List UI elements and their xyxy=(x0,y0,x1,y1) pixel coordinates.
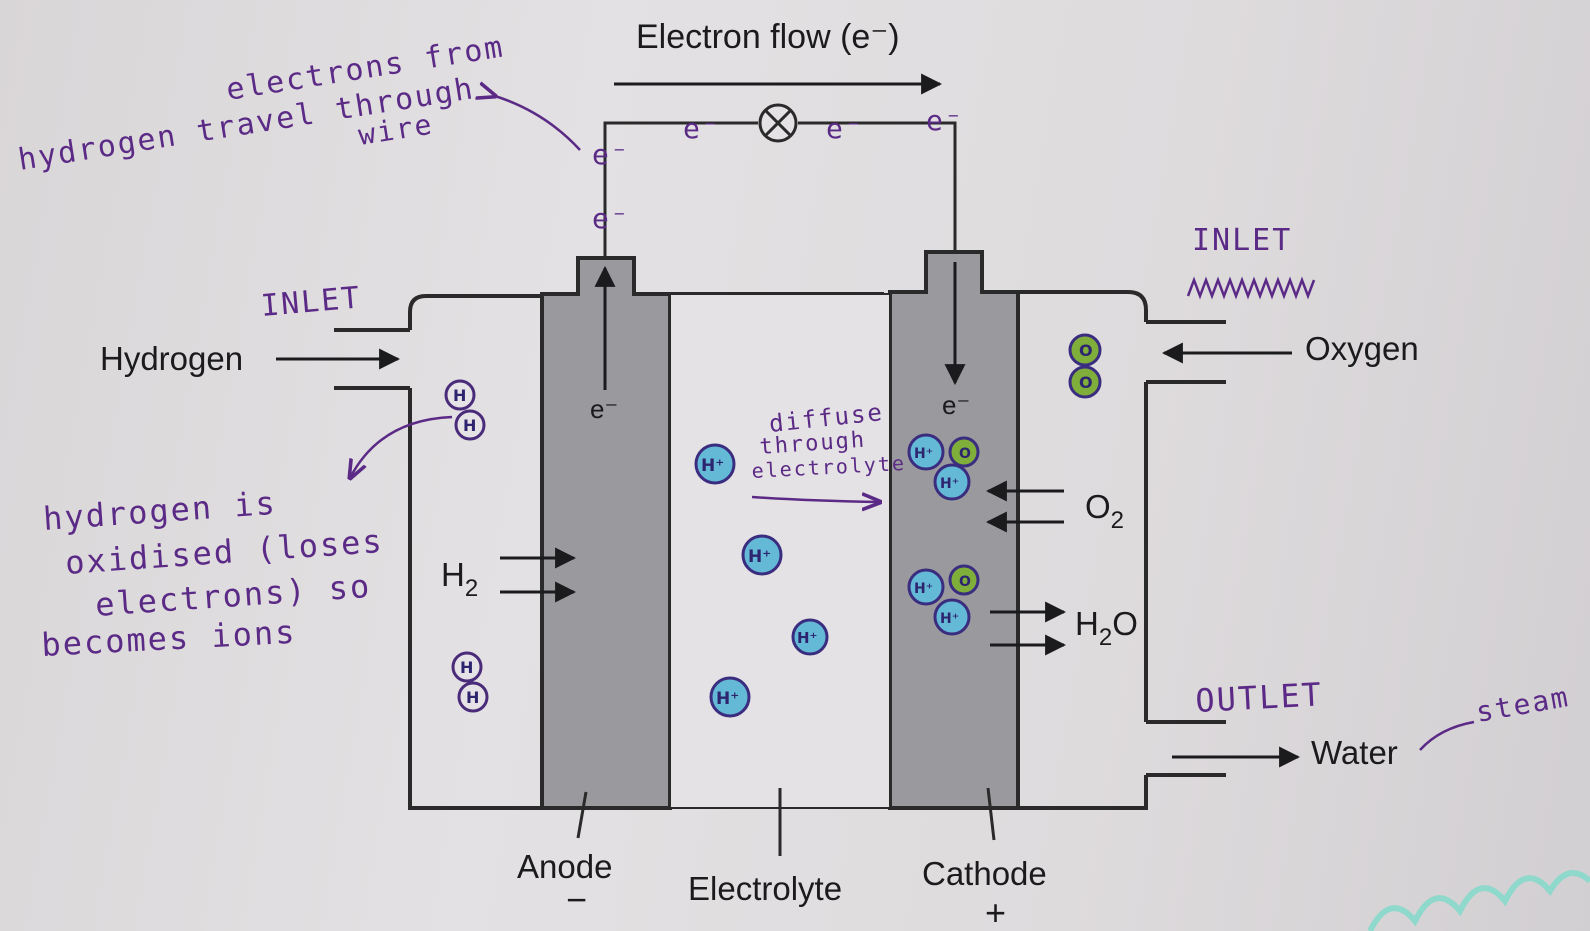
note-electrons-pointer xyxy=(495,96,581,151)
inlet-left-label: INLET xyxy=(260,280,363,324)
cathode-leader xyxy=(986,787,996,841)
svg-text:H⁺: H⁺ xyxy=(940,476,959,492)
svg-text:O: O xyxy=(959,446,971,462)
svg-text:O: O xyxy=(1079,373,1093,392)
oxidised-line4: becomes ions xyxy=(40,613,297,664)
water-label: Water xyxy=(1311,734,1398,771)
steam-label: steam xyxy=(1473,680,1572,729)
doodle-squiggle xyxy=(1367,870,1590,931)
oxygen-label: Oxygen xyxy=(1305,330,1419,367)
anode-label: Anode xyxy=(517,848,612,885)
wire-electron-4: e⁻ xyxy=(592,138,630,171)
svg-text:H: H xyxy=(460,658,473,677)
oxygen-molecule: O O xyxy=(1068,333,1102,399)
outlet-label: OUTLET xyxy=(1194,675,1323,720)
wire-electron-1: e⁻ xyxy=(683,112,721,145)
electrolyte-label: Electrolyte xyxy=(688,870,842,907)
svg-text:H⁺: H⁺ xyxy=(940,611,959,627)
svg-text:H: H xyxy=(463,416,476,435)
svg-text:H: H xyxy=(466,688,479,707)
anode-sign: − xyxy=(566,879,587,920)
svg-text:H⁺: H⁺ xyxy=(797,629,817,647)
hydrogen-molecule: H H xyxy=(451,651,489,713)
hydrogen-ion: H⁺ xyxy=(694,443,736,485)
svg-text:H⁺: H⁺ xyxy=(716,689,739,709)
electron-flow-label: Electron flow (e⁻) xyxy=(636,18,900,56)
svg-text:O: O xyxy=(959,574,971,590)
svg-text:H⁺: H⁺ xyxy=(748,547,771,567)
inlet-right-label: INLET xyxy=(1192,223,1292,258)
wire-electron-3: e⁻ xyxy=(926,104,964,137)
anode-leader xyxy=(576,791,588,839)
oxidised-line1: hydrogen is xyxy=(42,484,278,538)
hydrogen-ion: H⁺ xyxy=(791,618,829,656)
wire-electron-2: e⁻ xyxy=(826,112,864,145)
external-circuit xyxy=(603,103,957,258)
ion-oxygen-cluster: H⁺ O H⁺ xyxy=(907,564,980,636)
steam-connector xyxy=(1419,720,1475,751)
scribble-out xyxy=(1186,276,1316,300)
cathode-electrode xyxy=(888,250,1020,810)
oxidised-pointer xyxy=(350,415,453,478)
cathode-electron-label: e⁻ xyxy=(942,390,970,420)
ion-oxygen-cluster: H⁺ O H⁺ xyxy=(907,433,980,501)
o2-label: O2 xyxy=(1085,488,1124,534)
h2-label: H2 xyxy=(441,556,478,602)
anode-electron-label: e⁻ xyxy=(590,394,618,424)
hydrogen-ion: H⁺ xyxy=(741,534,783,576)
hydrogen-label: Hydrogen xyxy=(100,340,243,377)
diffuse-arrow xyxy=(751,497,880,502)
svg-text:H⁺: H⁺ xyxy=(914,446,933,462)
cathode-label: Cathode xyxy=(922,855,1047,892)
svg-text:O: O xyxy=(1079,341,1093,360)
svg-text:H⁺: H⁺ xyxy=(701,456,724,476)
wire-electron-5: e⁻ xyxy=(592,202,630,235)
hydrogen-molecule: H H xyxy=(444,379,486,441)
h2o-label: H2O xyxy=(1075,605,1138,651)
svg-text:H⁺: H⁺ xyxy=(914,581,933,597)
hydrogen-ion: H⁺ xyxy=(709,676,751,718)
cathode-sign: + xyxy=(985,892,1006,931)
svg-text:H: H xyxy=(453,386,466,405)
